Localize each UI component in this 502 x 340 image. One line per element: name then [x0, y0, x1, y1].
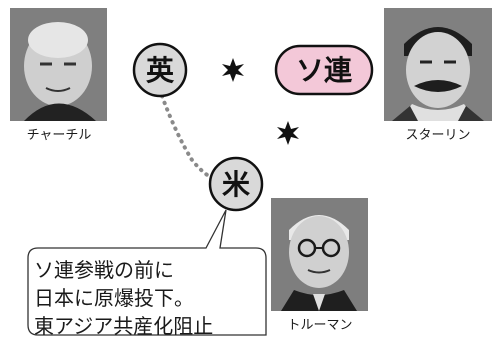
node-us-circle [208, 156, 264, 212]
node-ussr-pill [274, 44, 374, 96]
callout-line: 東アジア共産化阻止 [34, 314, 214, 338]
burst-icon [277, 121, 299, 145]
node-uk-label: 英 [146, 54, 175, 87]
connector-uk-us [160, 94, 218, 182]
burst-icon [222, 58, 244, 82]
node-uk-circle [132, 42, 188, 98]
caption-churchill: チャーチル [26, 128, 92, 143]
callout-bubble [27, 209, 267, 336]
caption-stalin: スターリン [405, 128, 471, 143]
portrait-stalin [384, 8, 492, 121]
node-ussr-label: ソ連 [296, 54, 353, 87]
callout-line: ソ連参戦の前に [34, 258, 174, 282]
portrait-churchill [10, 8, 107, 121]
node-us-label: 米 [222, 168, 250, 201]
callout-text: ソ連参戦の前に 日本に原爆投下。 東アジア共産化阻止 [34, 256, 213, 340]
portrait-truman [271, 198, 368, 311]
callout-line: 日本に原爆投下。 [34, 286, 194, 310]
caption-truman: トルーマン [287, 318, 353, 333]
